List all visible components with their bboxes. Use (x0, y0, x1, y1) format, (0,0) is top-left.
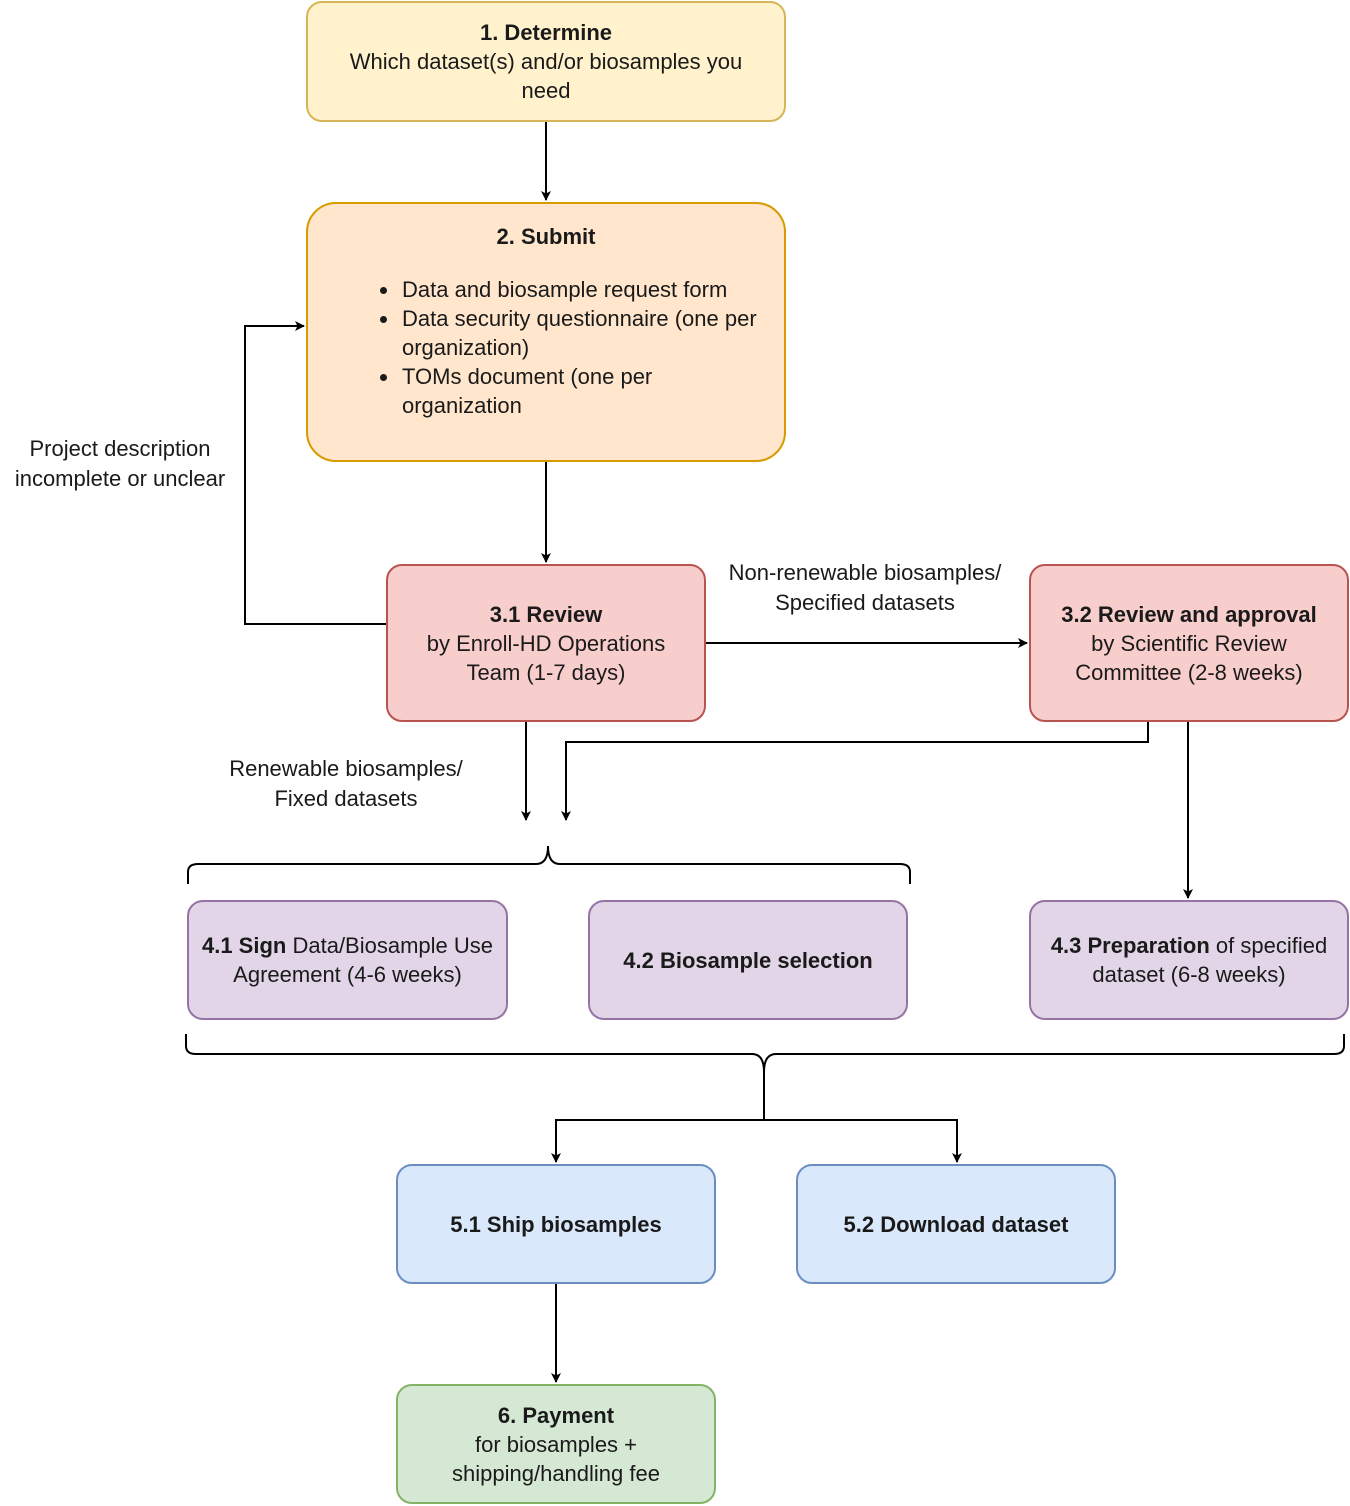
submit-item: Data and biosample request form (400, 275, 774, 304)
step-submit: 2. Submit Data and biosample request for… (306, 202, 786, 462)
submit-item: Data security questionnaire (one per org… (400, 304, 774, 362)
arrow-approval-to-group4 (561, 722, 1149, 821)
brace-group4 (187, 845, 911, 884)
step-approval-title: 3.2 Review and approval (1061, 601, 1317, 627)
step-submit-title: 2. Submit (496, 224, 596, 249)
step-review-title: 3.1 Review (489, 601, 603, 627)
label-line: Non-renewable biosamples/ (728, 560, 1002, 585)
brace-all-step4 (185, 1034, 1345, 1073)
step-determine: 1. Determine Which dataset(s) and/or bio… (306, 1, 786, 122)
submit-item: TOMs document (one per organization (400, 362, 774, 420)
label-line: incomplete or unclear (14, 466, 226, 491)
step-selection-title: 4.2 Biosample selection (623, 947, 873, 973)
label-renewable: Renewable biosamples/ Fixed datasets (206, 754, 486, 814)
step-sign: 4.1 Sign Data/Biosample Use Agreement (4… (187, 900, 508, 1020)
label-project-incomplete: Project description incomplete or unclea… (0, 434, 240, 494)
step-sign-title: 4.1 Sign (201, 933, 287, 958)
arrow-to-ship (551, 1119, 764, 1163)
label-line: Fixed datasets (274, 786, 418, 811)
step-determine-text: Which dataset(s) and/or biosamples you n… (349, 49, 743, 103)
label-non-renewable: Non-renewable biosamples/ Specified data… (710, 558, 1020, 618)
step-approval: 3.2 Review and approval by Scientific Re… (1029, 564, 1349, 722)
arrow-to-download (764, 1119, 962, 1163)
step-preparation-title: 4.3 Preparation (1050, 933, 1210, 958)
step-download-title: 5.2 Download dataset (843, 1211, 1069, 1237)
arrow-review-back-to-submit (244, 321, 386, 625)
step-preparation-text: of specified dataset (6-8 weeks) (1092, 933, 1328, 987)
step-review-text: by Enroll-HD Operations Team (1-7 days) (426, 630, 666, 685)
step-payment: 6. Payment for biosamples + shipping/han… (396, 1384, 716, 1504)
step-payment-title: 6. Payment (497, 1402, 615, 1428)
submit-document-list: Data and biosample request form Data sec… (318, 275, 774, 420)
step-selection: 4.2 Biosample selection (588, 900, 908, 1020)
step-determine-title: 1. Determine (479, 20, 613, 45)
step-approval-text: by Scientific Review Committee (2-8 week… (1075, 630, 1303, 685)
step-preparation: 4.3 Preparation of specified dataset (6-… (1029, 900, 1349, 1020)
label-line: Renewable biosamples/ (229, 756, 463, 781)
step-sign-text: Data/Biosample Use Agreement (4-6 weeks) (233, 933, 494, 987)
label-line: Specified datasets (775, 590, 955, 615)
step-ship-title: 5.1 Ship biosamples (450, 1211, 662, 1237)
step-download: 5.2 Download dataset (796, 1164, 1116, 1284)
step-payment-text: for biosamples + shipping/handling fee (452, 1431, 660, 1486)
step-ship: 5.1 Ship biosamples (396, 1164, 716, 1284)
step-review: 3.1 Review by Enroll-HD Operations Team … (386, 564, 706, 722)
label-line: Project description (29, 436, 211, 461)
